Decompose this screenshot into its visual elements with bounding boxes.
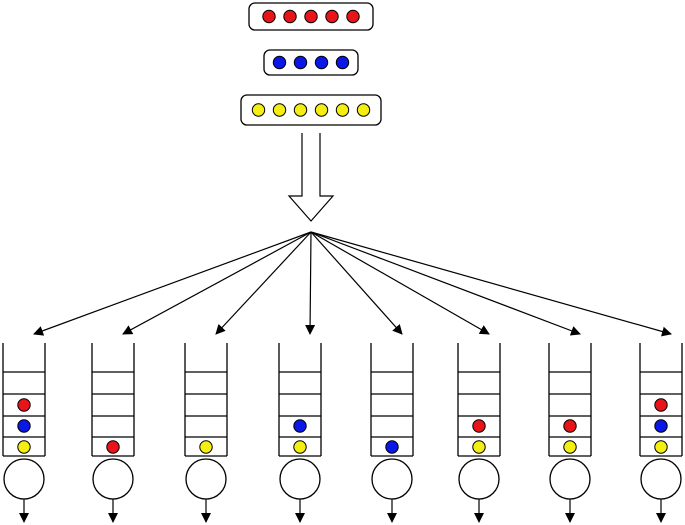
- blue-ball: [314, 55, 329, 70]
- yellow-batch: [240, 94, 382, 126]
- queue-1: [2, 343, 46, 523]
- server-circle: [279, 458, 321, 500]
- queue-5: [370, 343, 414, 523]
- red-ball: [325, 9, 339, 24]
- fan-out-arrows: [33, 231, 672, 337]
- fanout-arrow-7: [310, 231, 581, 336]
- blue-ball: [293, 55, 308, 70]
- yellow-ball: [293, 440, 307, 454]
- fanout-arrow-8: [310, 231, 672, 337]
- red-ball: [106, 440, 120, 454]
- yellow-ball: [17, 440, 31, 454]
- yellow-batch-box: [240, 94, 382, 126]
- queue-6: [457, 343, 501, 523]
- server-circle: [92, 458, 134, 500]
- blue-ball: [272, 55, 287, 70]
- yellow-ball: [654, 440, 668, 454]
- yellow-ball: [293, 103, 308, 117]
- fanout-arrow-5: [310, 231, 403, 335]
- fanout-arrow-1: [33, 231, 312, 336]
- yellow-ball: [199, 440, 213, 454]
- fanout-arrow-2: [122, 231, 312, 335]
- output-queues: [2, 343, 683, 523]
- queue-8: [639, 343, 683, 523]
- server-circle: [371, 458, 413, 500]
- red-ball: [346, 9, 360, 24]
- blue-ball: [293, 419, 307, 433]
- queue-2: [91, 343, 135, 523]
- blue-ball: [385, 440, 399, 454]
- yellow-ball: [335, 103, 350, 117]
- fanout-arrow-4: [305, 231, 316, 335]
- red-ball: [17, 398, 31, 412]
- red-ball: [472, 419, 486, 433]
- yellow-ball: [356, 103, 371, 117]
- merge-arrow: [287, 133, 335, 222]
- queue-3: [184, 343, 228, 523]
- server-circle: [640, 458, 682, 500]
- server-circle: [549, 458, 591, 500]
- yellow-ball: [472, 440, 486, 454]
- blue-batch-box: [263, 49, 359, 76]
- input-batches: [240, 2, 382, 126]
- fanout-arrow-6: [310, 231, 490, 335]
- yellow-ball: [272, 103, 287, 117]
- server-circle: [458, 458, 500, 500]
- fanout-arrow-3: [215, 231, 312, 335]
- red-ball: [283, 9, 297, 24]
- blue-batch: [263, 49, 359, 76]
- red-ball: [262, 9, 276, 24]
- queue-4: [278, 343, 322, 523]
- blue-ball: [654, 419, 668, 433]
- yellow-ball: [314, 103, 329, 117]
- yellow-ball: [563, 440, 577, 454]
- queue-7: [548, 343, 592, 523]
- server-circle: [3, 458, 45, 500]
- red-ball: [304, 9, 318, 24]
- blue-ball: [17, 419, 31, 433]
- server-circle: [185, 458, 227, 500]
- red-ball: [563, 419, 577, 433]
- red-ball: [654, 398, 668, 412]
- yellow-ball: [251, 103, 266, 117]
- blue-ball: [335, 55, 350, 70]
- red-batch: [248, 2, 374, 31]
